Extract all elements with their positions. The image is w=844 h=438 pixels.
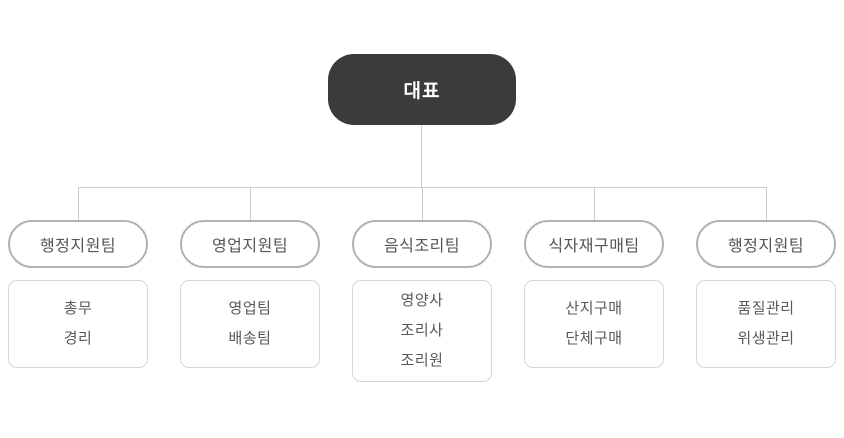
connector-stub xyxy=(250,187,251,220)
department-name: 행정지원팀 xyxy=(39,238,117,255)
department-pill: 식자재구매팀 xyxy=(524,220,664,268)
connector-stub xyxy=(594,187,595,220)
member-item: 조리원 xyxy=(400,352,444,369)
member-item: 단체구매 xyxy=(565,330,623,347)
ceo-node: 대표 xyxy=(328,54,516,125)
ceo-label: 대표 xyxy=(403,81,441,102)
department-pill: 영업지원팀 xyxy=(180,220,320,268)
department-name: 식자재구매팀 xyxy=(548,238,640,255)
member-item: 산지구매 xyxy=(565,300,623,317)
department-pill: 음식조리팀 xyxy=(352,220,492,268)
member-item: 배송팀 xyxy=(228,330,272,347)
connector-stub xyxy=(422,187,423,220)
member-item: 영양사 xyxy=(400,292,444,309)
connector-stub xyxy=(766,187,767,220)
member-item: 총무 xyxy=(63,300,93,317)
department-name: 음식조리팀 xyxy=(383,238,461,255)
department-pill: 행정지원팀 xyxy=(8,220,148,268)
department-pill: 행정지원팀 xyxy=(696,220,836,268)
department-name: 행정지원팀 xyxy=(727,238,805,255)
member-item: 품질관리 xyxy=(737,300,795,317)
connector-trunk-line xyxy=(421,125,422,187)
member-item: 위생관리 xyxy=(737,330,795,347)
department-name: 영업지원팀 xyxy=(211,238,289,255)
connector-stub xyxy=(78,187,79,220)
member-item: 조리사 xyxy=(400,322,444,339)
member-item: 경리 xyxy=(63,330,93,347)
member-item: 영업팀 xyxy=(228,300,272,317)
